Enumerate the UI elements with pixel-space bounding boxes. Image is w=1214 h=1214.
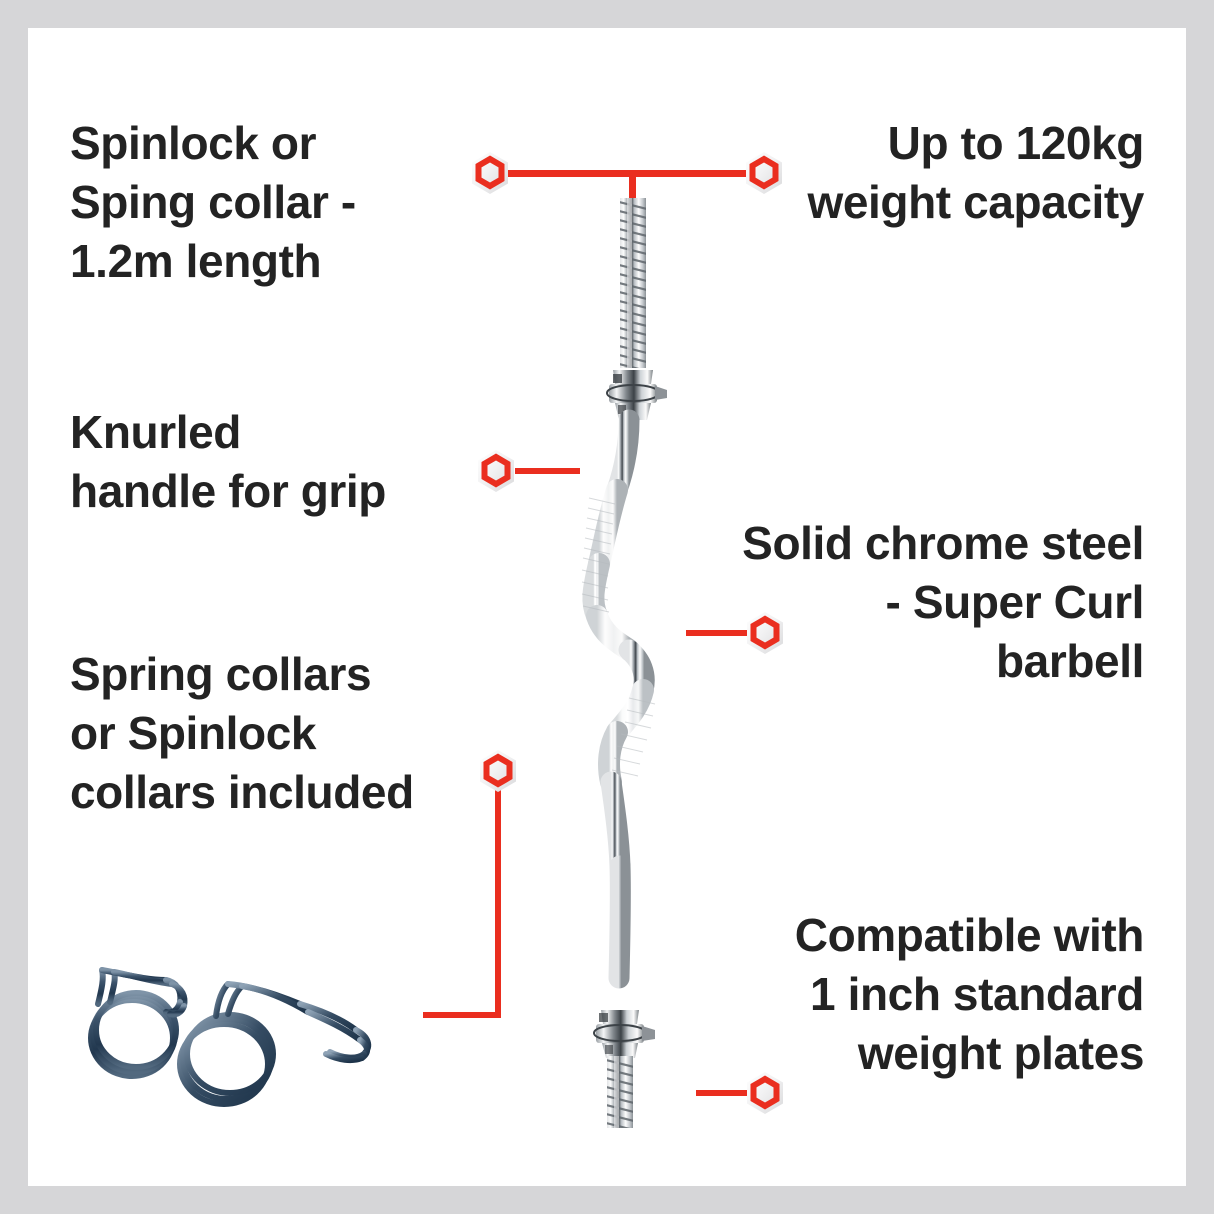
infographic-panel: Spinlock or Sping collar - 1.2m length U… bbox=[28, 28, 1186, 1186]
leader-line-plate-compatibility bbox=[696, 1090, 758, 1096]
spring-collars-photo bbox=[76, 958, 406, 1108]
callout-text-chrome-steel: Solid chrome steel - Super Curl barbell bbox=[742, 517, 1144, 687]
super-curl-barbell-photo bbox=[525, 198, 705, 1128]
callout-text-weight-capacity: Up to 120kg weight capacity bbox=[807, 117, 1144, 228]
callout-text-knurled-handle: Knurled handle for grip bbox=[70, 406, 387, 517]
hex-marker-icon-knurled-handle bbox=[473, 448, 519, 494]
hex-marker-icon-chrome-steel bbox=[742, 610, 788, 656]
leader-line-spring-collars-horizontal bbox=[423, 1012, 501, 1018]
leader-line-knurled-handle bbox=[515, 468, 580, 474]
hex-marker-icon-weight-capacity bbox=[741, 150, 787, 196]
leader-line-chrome-steel bbox=[686, 630, 752, 636]
callout-text-plate-compatibility: Compatible with 1 inch standard weight p… bbox=[794, 909, 1145, 1079]
hex-marker-icon-spinlock-length bbox=[467, 150, 513, 196]
leader-line-top-horizontal bbox=[490, 170, 764, 177]
hex-marker-icon-plate-compatibility bbox=[742, 1070, 788, 1116]
leader-line-spring-collars-vertical bbox=[495, 770, 501, 1018]
callout-text-spinlock-length: Spinlock or Sping collar - 1.2m length bbox=[70, 117, 356, 287]
hex-marker-icon-spring-collars bbox=[475, 748, 521, 794]
callout-text-spring-collars: Spring collars or Spinlock collars inclu… bbox=[70, 648, 414, 818]
